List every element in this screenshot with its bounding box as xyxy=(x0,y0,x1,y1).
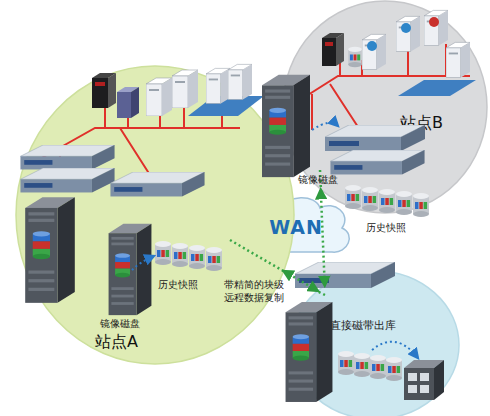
snapshot-disk xyxy=(396,191,412,215)
windows-server xyxy=(146,78,172,116)
unix-server xyxy=(322,38,336,66)
annotation-label: 历史快照 xyxy=(158,279,198,291)
cdp-appliance xyxy=(20,168,114,192)
virtual-server xyxy=(228,64,252,99)
cdp-appliance xyxy=(325,125,425,151)
shield-icon xyxy=(367,41,377,51)
edge-label: 带精简的块级 远程数据复制 xyxy=(214,279,284,304)
snapshot-disk xyxy=(338,351,354,375)
tape-library-side xyxy=(434,360,444,400)
snapshot-flow xyxy=(132,256,154,270)
snapshot-disk xyxy=(370,355,386,379)
tape-cartridge xyxy=(408,385,417,393)
snapshot-disk xyxy=(189,245,205,269)
mirror-flow xyxy=(312,123,338,130)
cloud-label: WAN xyxy=(238,190,354,264)
cdp-appliance xyxy=(20,145,114,169)
replication-wire xyxy=(317,291,325,295)
virtual-server xyxy=(446,42,470,77)
windows-server xyxy=(172,70,198,108)
server-tower xyxy=(396,16,420,51)
unix-server-side xyxy=(108,73,116,108)
storage-rack xyxy=(262,75,310,177)
tape-export-flow xyxy=(372,342,418,358)
annotation-label: 镜像磁盘 xyxy=(100,318,140,330)
site-label: 站点A xyxy=(95,333,138,351)
site-label: 直接磁带出库 xyxy=(330,320,396,332)
shield-icon xyxy=(401,23,411,33)
virtual-platform xyxy=(398,80,476,96)
linux-server-side xyxy=(131,87,139,118)
snapshot-disk xyxy=(379,189,395,213)
local-disk xyxy=(348,47,362,67)
tape-cartridge xyxy=(408,373,417,381)
snapshot-disk xyxy=(413,193,429,217)
unix-server-side xyxy=(336,33,344,66)
unix-server xyxy=(92,78,108,108)
server-badge xyxy=(95,82,105,86)
snapshot-disk xyxy=(386,357,402,381)
replication-wire xyxy=(230,240,285,272)
snapshot-disk xyxy=(206,247,222,271)
storage-rack xyxy=(109,224,152,315)
storage-rack xyxy=(286,302,333,402)
virtual-server xyxy=(206,68,230,103)
cdp-appliance xyxy=(330,150,424,174)
server-tower xyxy=(362,34,386,69)
circle-shape xyxy=(16,66,294,364)
virtual-server xyxy=(424,10,448,45)
linux-server xyxy=(117,92,131,118)
snapshot-disk xyxy=(345,185,361,209)
cdp-appliance xyxy=(110,172,204,196)
snapshot-disk xyxy=(354,353,370,377)
snapshot-disk xyxy=(362,187,378,211)
snapshot-disk xyxy=(155,241,171,265)
tape-cartridge xyxy=(420,373,429,381)
replication-connector xyxy=(321,191,325,285)
tape-cartridge xyxy=(420,385,429,393)
wan-cloud: WAN xyxy=(238,190,354,264)
snapshot-disk xyxy=(172,243,188,267)
shield-icon xyxy=(429,17,439,27)
annotation-label: 历史快照 xyxy=(366,222,406,234)
tape-library xyxy=(404,368,434,400)
replication-connector xyxy=(285,272,317,291)
annotation-label: 镜像磁盘 xyxy=(298,174,338,186)
circle-shape xyxy=(283,1,487,213)
cdp-appliance xyxy=(295,262,395,288)
storage-rack xyxy=(25,197,75,303)
server-badge xyxy=(325,42,333,46)
